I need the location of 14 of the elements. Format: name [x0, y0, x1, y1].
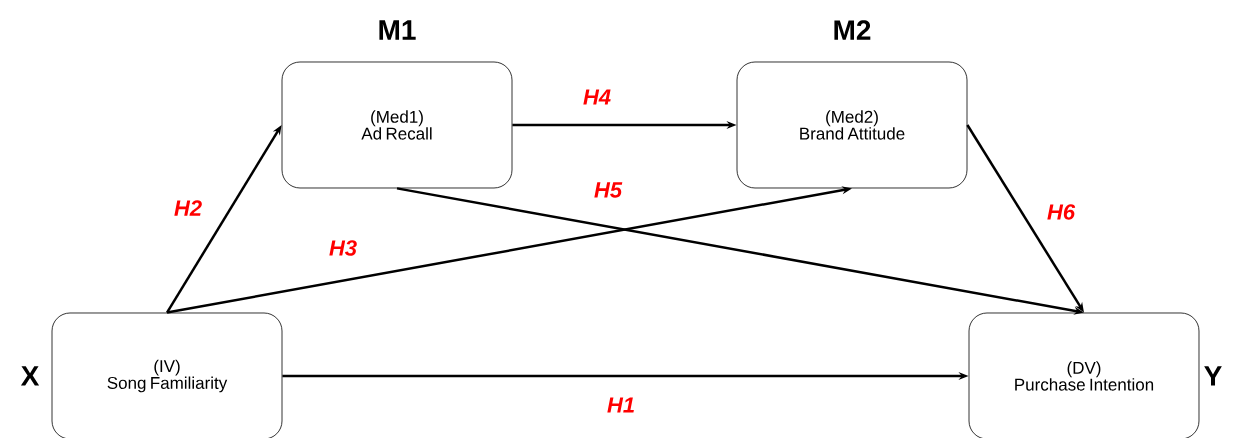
variable-label: Y — [1204, 366, 1222, 386]
variable-label: M1 — [379, 20, 416, 40]
edge-label: H5 — [592, 181, 624, 199]
edge-label: H2 — [172, 199, 204, 217]
edge-label: H1 — [605, 396, 637, 414]
process-box: (IV) Song Familiarity — [51, 312, 283, 438]
variable-label: X — [20, 366, 40, 386]
process-box: (Med1) Ad Recall — [281, 61, 513, 189]
process-box: (DV) Purchase Intention — [968, 312, 1200, 438]
edge-label: H4 — [581, 88, 613, 106]
process-box: (Med2) Brand Attitude — [736, 61, 968, 189]
variable-label: M2 — [834, 20, 871, 40]
edge-label: H3 — [327, 239, 359, 257]
edge-label: H6 — [1045, 203, 1077, 221]
